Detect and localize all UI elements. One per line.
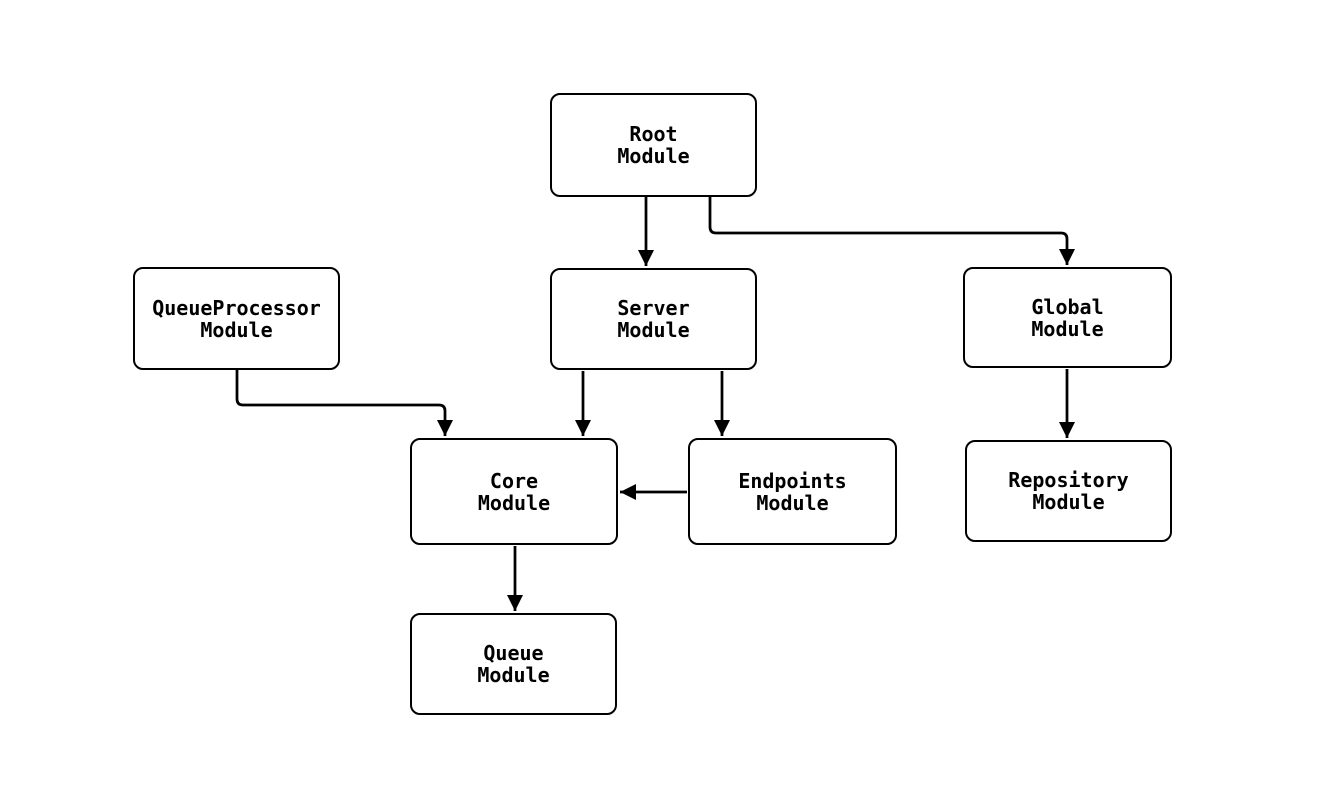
node-queueprocessor-module: QueueProcessor Module (133, 267, 340, 370)
node-core-module: Core Module (410, 438, 618, 545)
node-root-module-label: Root Module (617, 122, 690, 168)
node-endpoints-module: Endpoints Module (688, 438, 897, 545)
node-global-module: Global Module (963, 267, 1172, 368)
node-core-module-label: Core Module (477, 468, 551, 515)
node-queue-module: Queue Module (410, 613, 617, 715)
node-server-module-label: Server Module (617, 296, 690, 342)
node-queue-module-label: Queue Module (477, 641, 550, 687)
node-server-module: Server Module (550, 268, 757, 370)
node-endpoints-module-label: Endpoints Module (738, 468, 847, 515)
node-root-module: Root Module (550, 93, 757, 197)
edge-queueprocessor-to-core (235, 370, 453, 436)
node-repository-module: Repository Module (965, 440, 1172, 542)
node-repository-module-label: Repository Module (1008, 468, 1129, 514)
node-global-module-label: Global Module (1031, 294, 1104, 341)
node-queueprocessor-module-label: QueueProcessor Module (152, 295, 321, 342)
edge-root-to-global (708, 197, 1075, 265)
